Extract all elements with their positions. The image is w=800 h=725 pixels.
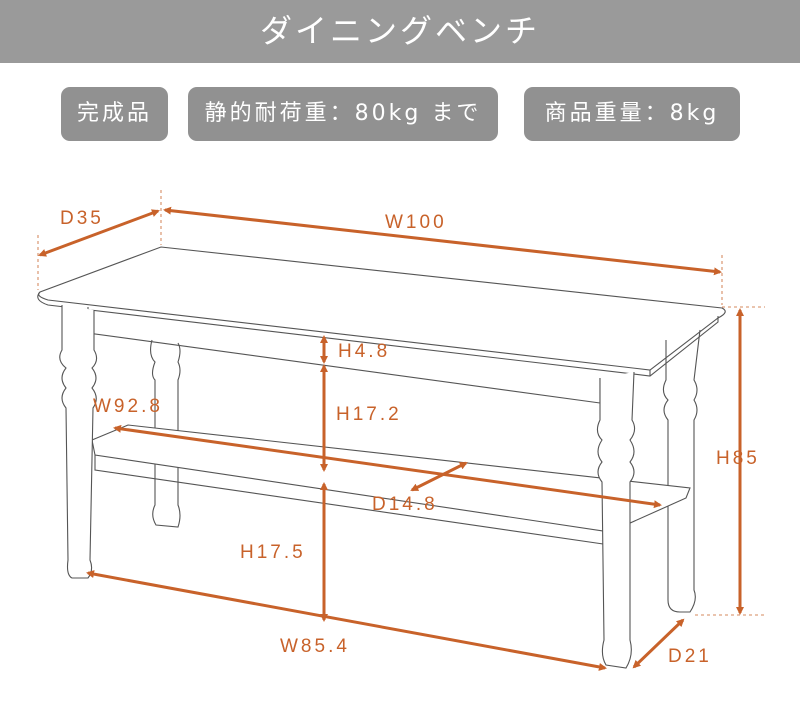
guide-lines [37, 190, 765, 616]
label-leg-depth: D21 [668, 646, 712, 667]
badge-load-capacity: 静的耐荷重：80kg まで [188, 87, 498, 141]
label-total-height: H85 [716, 448, 760, 469]
arrow-width-top [163, 206, 722, 276]
arrow-depth-top [38, 209, 160, 257]
arrow-shelf-width [113, 424, 662, 509]
label-shelf-width: W92.8 [93, 396, 163, 417]
label-depth-top: D35 [60, 208, 104, 229]
arrow-leg-span [86, 570, 607, 671]
arrow-leg-depth [632, 618, 685, 669]
label-width-top: W100 [385, 212, 447, 233]
label-upper-clearance: H17.2 [336, 404, 402, 425]
label-shelf-depth: D14.8 [372, 494, 438, 515]
badge-assembled: 完成品 [61, 87, 168, 141]
bench-drawing [37, 246, 726, 669]
label-leg-span: W85.4 [280, 636, 350, 657]
page-title: ダイニングベンチ [0, 0, 800, 63]
arrow-shelf-depth [410, 461, 468, 492]
label-lower-clearance: H17.5 [240, 542, 306, 563]
label-apron-height: H4.8 [338, 341, 390, 362]
badge-weight: 商品重量：8kg [524, 87, 740, 141]
